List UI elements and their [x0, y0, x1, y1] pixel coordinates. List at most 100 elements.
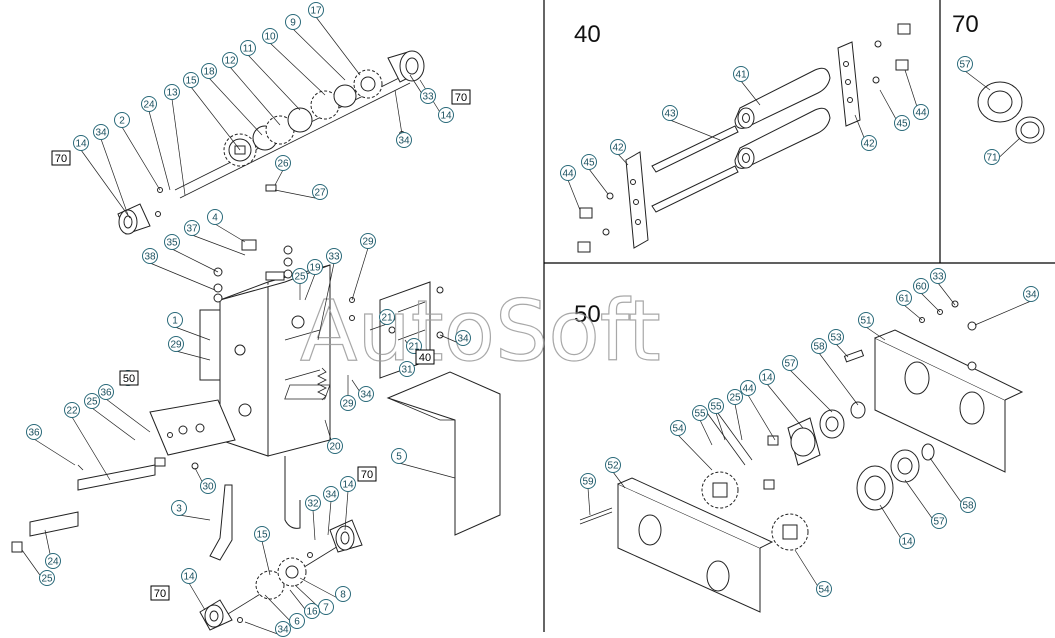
ref-box-frame [150, 585, 170, 601]
callout-number: 43 [664, 109, 676, 120]
callout-number: 20 [329, 442, 341, 453]
mounting-plate [149, 399, 236, 470]
ref-box-frame [451, 89, 471, 105]
leader-line [178, 514, 211, 521]
callout-number: 14 [761, 373, 773, 384]
callout-34: 34 [358, 386, 374, 402]
callout-circle [379, 309, 395, 325]
ref-box-70: 70 [150, 585, 170, 601]
leader-line [612, 471, 626, 489]
callout-number: 25 [41, 574, 53, 585]
callout-circle [340, 395, 356, 411]
leader-line [317, 262, 335, 341]
ref-box-number: 70 [55, 153, 67, 165]
callout-circle [581, 154, 597, 170]
callout-59: 59 [580, 473, 596, 489]
callout-20: 20 [327, 438, 343, 454]
callout-number: 45 [583, 158, 595, 169]
leader-line [261, 540, 271, 576]
callout-circle [438, 107, 454, 123]
callout-number: 21 [381, 313, 393, 324]
callout-number: 34 [360, 390, 372, 401]
callout-circle [782, 355, 798, 371]
callout-36: 36 [26, 424, 42, 440]
callout-21: 21 [379, 309, 395, 325]
leader-line [105, 398, 151, 433]
callout-circle [930, 268, 946, 284]
callout-34: 34 [455, 330, 471, 346]
callout-number: 1 [172, 316, 178, 327]
callout-number: 41 [735, 70, 747, 81]
section-labels: 40 70 50 [574, 11, 979, 328]
leader-line [269, 42, 326, 96]
callout-34: 34 [275, 621, 291, 637]
callout-36: 36 [98, 384, 114, 400]
ref-box-number: 50 [123, 373, 135, 385]
leader-line [740, 80, 761, 106]
callout-circle [167, 312, 183, 328]
callout-number: 24 [47, 557, 59, 568]
callout-number: 31 [401, 365, 413, 376]
callout-1: 1 [167, 312, 183, 328]
callout-number: 29 [170, 340, 182, 351]
callout-30: 30 [200, 478, 216, 494]
leader-line [171, 98, 186, 196]
callout-circle [759, 369, 775, 385]
callout-55: 55 [708, 398, 724, 414]
leader-line [677, 434, 713, 471]
callout-57: 57 [957, 56, 973, 72]
callout-55: 55 [692, 405, 708, 421]
callout-circle [605, 457, 621, 473]
callout-circle [168, 336, 184, 352]
callout-circle [201, 63, 217, 79]
leader-line [190, 86, 241, 151]
callout-number: 14 [901, 537, 913, 548]
callout-circle [164, 84, 180, 100]
callout-number: 10 [264, 32, 276, 43]
callout-34: 34 [1023, 286, 1039, 302]
callout-number: 19 [309, 263, 321, 274]
callout-circle [307, 259, 323, 275]
leader-line [274, 169, 284, 186]
callout-circle [396, 132, 412, 148]
leader-line [149, 262, 216, 291]
leader-line [588, 168, 609, 195]
leader-line [148, 110, 171, 191]
callout-60: 60 [913, 278, 929, 294]
callout-number: 57 [933, 517, 945, 528]
leader-line [229, 66, 281, 126]
callout-circle [335, 586, 351, 602]
callout-9: 9 [285, 14, 301, 30]
callout-25: 25 [39, 570, 55, 586]
callout-number: 54 [672, 424, 684, 435]
callout-34: 34 [323, 486, 339, 502]
callout-number: 18 [203, 67, 215, 78]
callout-35: 35 [164, 234, 180, 250]
callout-15: 15 [254, 526, 270, 542]
watermark-text: AutoSoft [300, 282, 661, 380]
callout-number: 21 [408, 342, 420, 353]
callout-32: 32 [305, 495, 321, 511]
callout-circle [275, 621, 291, 637]
leader-line [315, 16, 361, 76]
callout-number: 3 [176, 504, 182, 515]
leader-line [71, 416, 111, 481]
callout-33: 33 [420, 88, 436, 104]
leader-line [699, 419, 713, 446]
callout-15: 15 [183, 72, 199, 88]
callout-58: 58 [960, 497, 976, 513]
callout-circle [98, 384, 114, 400]
callout-number: 29 [342, 399, 354, 410]
leader-line [369, 323, 388, 331]
callout-circle [899, 533, 915, 549]
callout-circle [39, 570, 55, 586]
callout-5: 5 [391, 448, 407, 464]
leader-line [669, 119, 721, 141]
ref-box-70: 70 [51, 150, 71, 166]
callout-8: 8 [335, 586, 351, 602]
leader-line [188, 582, 206, 611]
callout-circle [171, 500, 187, 516]
callout-22: 22 [64, 402, 80, 418]
callout-38: 38 [142, 248, 158, 264]
callout-circle [861, 135, 877, 151]
